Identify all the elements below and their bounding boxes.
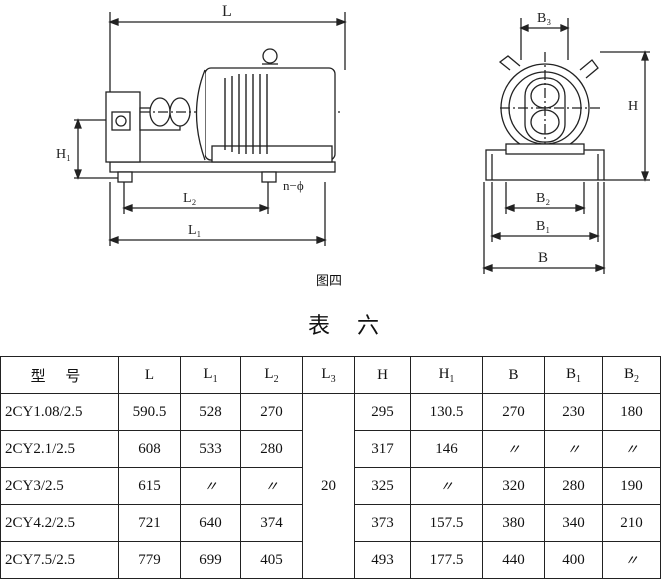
cell-L2: 〃 — [240, 467, 303, 505]
header-B2: B2 — [602, 356, 661, 394]
cell-B2: 180 — [602, 393, 661, 431]
header-L: L — [118, 356, 181, 394]
cell-B2: 〃 — [602, 541, 661, 579]
header-B: B — [482, 356, 545, 394]
figure-caption: 图四 — [316, 274, 343, 289]
dim-label-n-phi: n−ϕ — [283, 178, 304, 193]
dim-label-L: L — [222, 3, 232, 20]
cell-model: 2CY7.5/2.5 — [0, 541, 119, 579]
pump-drawing: L H₁ — [56, 3, 650, 274]
header-B1: B1 — [544, 356, 603, 394]
cell-L2: 374 — [240, 504, 303, 542]
dim-label-H1: H₁ — [56, 147, 71, 162]
cell-B: 380 — [482, 504, 545, 542]
cell-H: 325 — [354, 467, 411, 505]
header-H1: H1 — [410, 356, 483, 394]
cell-B2: 190 — [602, 467, 661, 505]
cell-H: 295 — [354, 393, 411, 431]
cell-L: 608 — [118, 430, 181, 468]
cell-H1: 〃 — [410, 467, 483, 505]
dim-label-H: H — [628, 99, 638, 114]
dim-label-L1: L₁ — [188, 223, 201, 238]
cell-model: 2CY3/2.5 — [0, 467, 119, 505]
dim-label-B2: B₂ — [536, 191, 550, 206]
cell-L: 721 — [118, 504, 181, 542]
cell-model: 2CY1.08/2.5 — [0, 393, 119, 431]
cell-H1: 177.5 — [410, 541, 483, 579]
cell-B1: 340 — [544, 504, 603, 542]
cell-B2: 210 — [602, 504, 661, 542]
cell-L1: 533 — [180, 430, 241, 468]
cell-B1: 400 — [544, 541, 603, 579]
cell-H1: 146 — [410, 430, 483, 468]
header-L1: L1 — [180, 356, 241, 394]
cell-H1: 157.5 — [410, 504, 483, 542]
side-view: L H₁ — [56, 3, 347, 246]
cell-B2: 〃 — [602, 430, 661, 468]
dim-label-B1: B₁ — [536, 219, 550, 234]
cell-model: 2CY4.2/2.5 — [0, 504, 119, 542]
cell-L2: 270 — [240, 393, 303, 431]
cell-H: 317 — [354, 430, 411, 468]
header-L3: L3 — [302, 356, 355, 394]
cell-B: 270 — [482, 393, 545, 431]
cell-L: 590.5 — [118, 393, 181, 431]
table-title: 表 六 — [308, 314, 389, 339]
cell-L1: 〃 — [180, 467, 241, 505]
cell-H: 493 — [354, 541, 411, 579]
header-H: H — [354, 356, 411, 394]
cell-B: 320 — [482, 467, 545, 505]
cell-L1: 640 — [180, 504, 241, 542]
cell-L: 615 — [118, 467, 181, 505]
cell-L1: 699 — [180, 541, 241, 579]
cell-L: 779 — [118, 541, 181, 579]
cell-B: 440 — [482, 541, 545, 579]
dim-label-B: B — [538, 250, 548, 266]
cell-B: 〃 — [482, 430, 545, 468]
cell-B1: 230 — [544, 393, 603, 431]
cell-H1: 130.5 — [410, 393, 483, 431]
cell-L2: 280 — [240, 430, 303, 468]
table-header-row: 型 号 L L1 L2 L3 H H1 B B1 B2 — [0, 356, 661, 394]
dim-label-B3: B₃ — [537, 11, 551, 26]
end-view: B₃ H B₂ B₁ — [482, 11, 650, 274]
cell-model: 2CY2.1/2.5 — [0, 430, 119, 468]
cell-H: 373 — [354, 504, 411, 542]
cell-B1: 〃 — [544, 430, 603, 468]
cell-B1: 280 — [544, 467, 603, 505]
header-model: 型 号 — [0, 356, 119, 394]
cell-L2: 405 — [240, 541, 303, 579]
dim-label-L2: L₂ — [183, 191, 197, 206]
cell-L1: 528 — [180, 393, 241, 431]
header-L2: L2 — [240, 356, 303, 394]
